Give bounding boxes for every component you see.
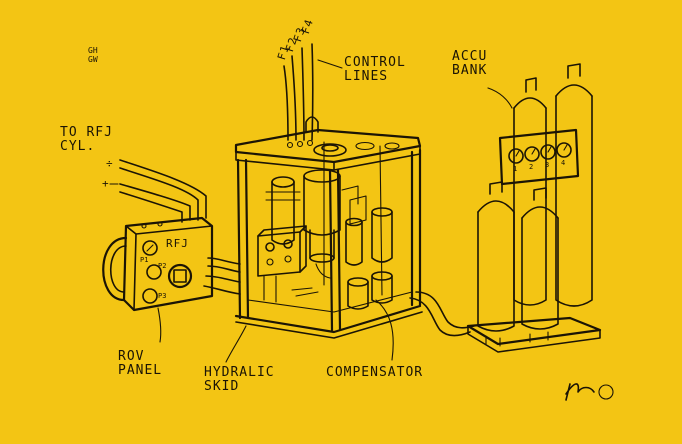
hoses-to-rfj [119, 159, 207, 223]
rov-panel-label: ROV PANEL [118, 349, 163, 378]
panel-p1-label: P1 [140, 256, 149, 264]
accu-bank [466, 63, 602, 353]
panel-p2-label: P2 [158, 262, 167, 270]
skid-internals [257, 169, 393, 310]
rov-panel [102, 216, 214, 312]
gauge-3-label: 3 [545, 161, 550, 169]
panel-rfj-label: RFJ [166, 237, 189, 250]
corner-note: GH GW [88, 46, 98, 64]
accu-bank-label: ACCU BANK [452, 49, 488, 78]
minus-symbol: ÷ [106, 157, 114, 170]
panel-p3-label: P3 [158, 292, 167, 300]
leader-lines [109, 87, 513, 363]
control-lines-label: CONTROL LINES [344, 55, 406, 84]
gauge-1-label: 1 [513, 165, 518, 173]
plus-symbol: + [102, 177, 110, 190]
hydraulic-skid-frame [234, 116, 423, 339]
hoses-to-accu [409, 291, 475, 337]
compensator-label: COMPENSATOR [326, 365, 424, 380]
hoses-to-panel [203, 257, 241, 295]
gauge-2-label: 2 [529, 163, 534, 171]
control-lines [283, 43, 343, 141]
gauge-4-label: 4 [561, 159, 566, 167]
hydralic-skid-label: HYDRALIC SKID [204, 365, 275, 394]
signature-mark [565, 383, 614, 401]
to-rfj-cyl-label: TO RFJ CYL. [60, 125, 113, 154]
